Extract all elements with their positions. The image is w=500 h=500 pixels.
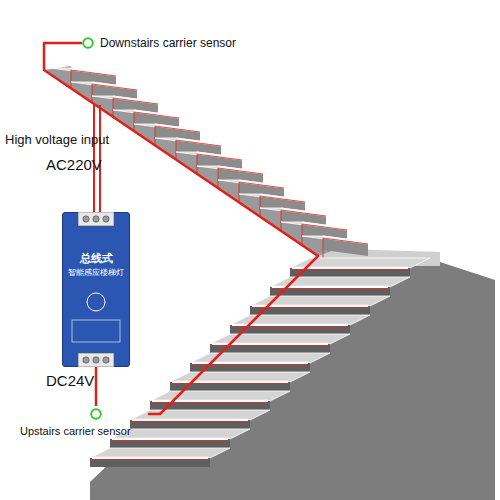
sensor-node: Downstairs carrier sensor — [82, 34, 282, 52]
led-wire — [134, 112, 179, 118]
led-strip — [113, 97, 158, 103]
device-label: 智能感应楼梯灯 — [63, 267, 129, 278]
stair-tread — [150, 391, 290, 401]
terminal-screw — [93, 357, 99, 363]
branch-wire — [92, 84, 93, 103]
stair-riser — [90, 458, 210, 467]
led-wire — [323, 238, 368, 244]
terminal-block — [78, 353, 114, 367]
led-strip — [155, 125, 200, 131]
led-wire — [112, 440, 228, 441]
stair-step — [250, 296, 390, 315]
terminal-screw — [83, 216, 89, 222]
stair-step — [290, 258, 430, 277]
branch-wire — [71, 70, 72, 88]
controller-box: 总线式智能感应楼梯灯 — [62, 212, 130, 367]
sensor-node: Upstairs carrier sensor — [20, 406, 148, 442]
landing-wall — [90, 262, 495, 500]
stair-riser — [110, 439, 230, 448]
led-strip — [176, 139, 221, 145]
stair-step — [270, 277, 410, 296]
spec-panel — [72, 320, 120, 342]
stair-riser — [290, 268, 410, 277]
voltage-label: AC220V — [46, 156, 102, 173]
branch-wire — [302, 224, 303, 245]
branch-wire — [155, 126, 156, 145]
led-wire — [92, 459, 208, 460]
terminal-screw — [93, 216, 99, 222]
branch-wire — [239, 182, 240, 203]
note-label: High voltage input — [5, 132, 109, 147]
led-strip — [218, 167, 263, 173]
led-strip — [197, 153, 242, 159]
branch-wire — [113, 98, 114, 117]
led-wire — [302, 224, 347, 230]
led-strip — [292, 267, 408, 270]
led-strip — [134, 111, 179, 117]
wire-connector — [44, 43, 318, 414]
led-wire — [92, 84, 137, 90]
led-wire — [197, 154, 242, 160]
led-strip — [323, 237, 368, 243]
device-label: 总线式 — [63, 251, 129, 266]
led-wire — [281, 210, 326, 216]
sensor-circle — [82, 37, 96, 51]
stair-step — [150, 391, 290, 410]
led-strip — [92, 457, 208, 460]
led-wire — [252, 307, 368, 308]
branch-wire — [176, 140, 177, 160]
sensor-icon — [87, 293, 105, 311]
led-wire — [239, 182, 284, 188]
stair-step — [110, 429, 250, 448]
led-wire — [113, 98, 158, 104]
led-strip — [112, 438, 228, 441]
led-wire — [218, 168, 263, 174]
led-wire — [176, 140, 221, 146]
controller-terminals — [62, 212, 130, 367]
terminal-block — [78, 212, 114, 226]
led-strip — [132, 419, 248, 422]
led-strip — [152, 400, 268, 403]
sensor-circle — [91, 409, 101, 419]
stair-riser — [270, 287, 390, 296]
led-strip — [260, 195, 305, 201]
stair-tread — [110, 429, 250, 439]
sensor-label: Upstairs carrier sensor — [20, 425, 131, 437]
stair-tread — [170, 372, 310, 382]
branch-wire — [281, 210, 282, 231]
sensor-circle — [90, 408, 104, 422]
voltage-label: DC24V — [46, 372, 94, 389]
led-strip — [281, 209, 326, 215]
led-strip — [71, 69, 116, 75]
branch-wire — [323, 238, 324, 260]
terminal-screw — [103, 216, 109, 222]
branch-wire — [134, 112, 135, 131]
led-wire — [292, 269, 408, 270]
branch-wire — [260, 196, 261, 217]
sensor-circle — [83, 38, 93, 48]
branch-wire — [197, 154, 198, 174]
lower-flight — [90, 258, 430, 467]
stair-riser — [130, 420, 250, 429]
terminal-screw — [83, 357, 89, 363]
sensor-label: Downstairs carrier sensor — [100, 36, 236, 50]
stair-step — [302, 236, 368, 260]
led-wire — [71, 70, 116, 76]
stair-step — [90, 448, 230, 467]
led-wire — [260, 196, 305, 202]
led-strip — [92, 83, 137, 89]
led-strip — [239, 181, 284, 187]
led-wire — [272, 288, 388, 289]
stair-riser — [323, 236, 368, 256]
led-wire — [132, 421, 248, 422]
branch-wire — [218, 168, 219, 188]
stair-tread — [90, 448, 230, 458]
led-strip — [302, 223, 347, 229]
wire-connector — [95, 367, 98, 406]
led-wire — [155, 126, 200, 132]
terminal-screw — [103, 357, 109, 363]
